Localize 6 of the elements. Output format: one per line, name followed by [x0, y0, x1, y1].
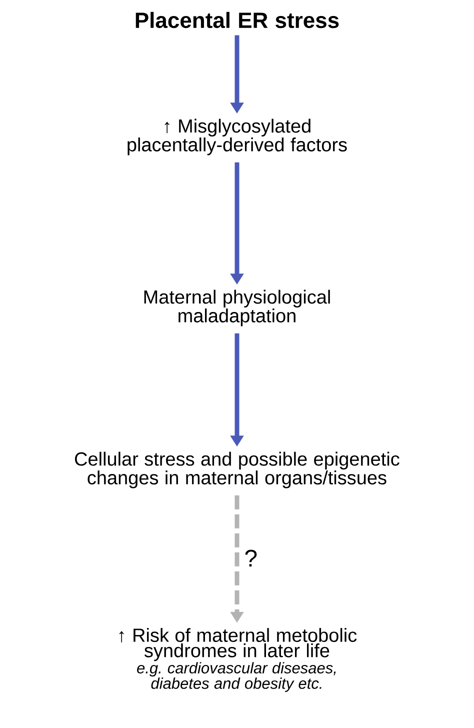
flow-step-text: Maternal physiological maladaptation: [144, 290, 330, 326]
edge-label: ?: [245, 550, 257, 566]
flow-step-text: ↑ Misglycosylated placentally-derived factors: [128, 118, 347, 156]
flow-step-text: Cellular stress and possible epigenetic changes in maternal organs/tissues: [75, 452, 400, 488]
flow-step-text: ↑ Risk of maternal metobolic syndromes in later life e.g. cardiovascular disesaes, diabetes and obesity etc.: [119, 628, 357, 692]
flow-step-text: Placental ER stress: [136, 12, 339, 28]
